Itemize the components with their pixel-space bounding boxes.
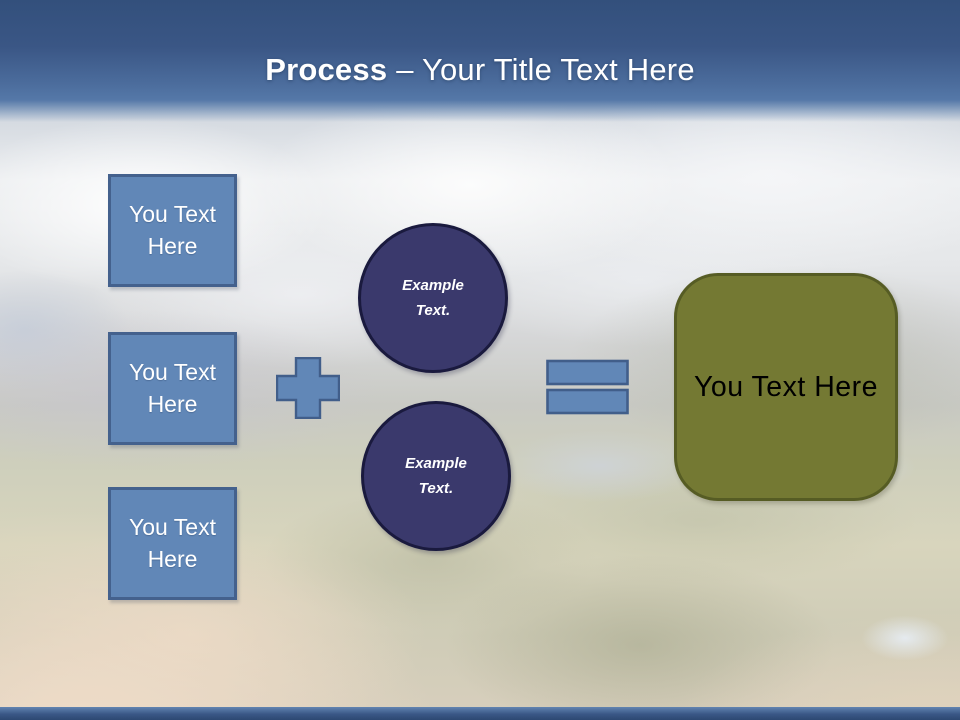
equals-icon[interactable] (546, 359, 630, 415)
source-box-1-label: You Text Here (129, 200, 216, 259)
header-band: Process– Your Title Text Here (0, 0, 960, 122)
example-circle-1-label: Example Text. (402, 276, 464, 320)
example-circle-2-label: Example Text. (405, 454, 467, 498)
source-box-3[interactable]: You Text Here (108, 487, 237, 600)
footer-band (0, 707, 960, 720)
source-box-1[interactable]: You Text Here (108, 174, 237, 287)
plus-icon[interactable] (276, 357, 340, 419)
source-box-2[interactable]: You Text Here (108, 332, 237, 445)
example-circle-2[interactable]: Example Text. (361, 401, 511, 551)
example-circle-1[interactable]: Example Text. (358, 223, 508, 373)
slide-title-bold: Process (265, 52, 388, 87)
source-box-3-label: You Text Here (129, 513, 216, 572)
slide-title-rest: – Your Title Text Here (396, 52, 695, 87)
result-box-label: You Text Here (694, 370, 878, 403)
result-box[interactable]: You Text Here (674, 273, 898, 501)
source-box-2-label: You Text Here (129, 358, 216, 417)
slide-title[interactable]: Process– Your Title Text Here (0, 52, 960, 88)
